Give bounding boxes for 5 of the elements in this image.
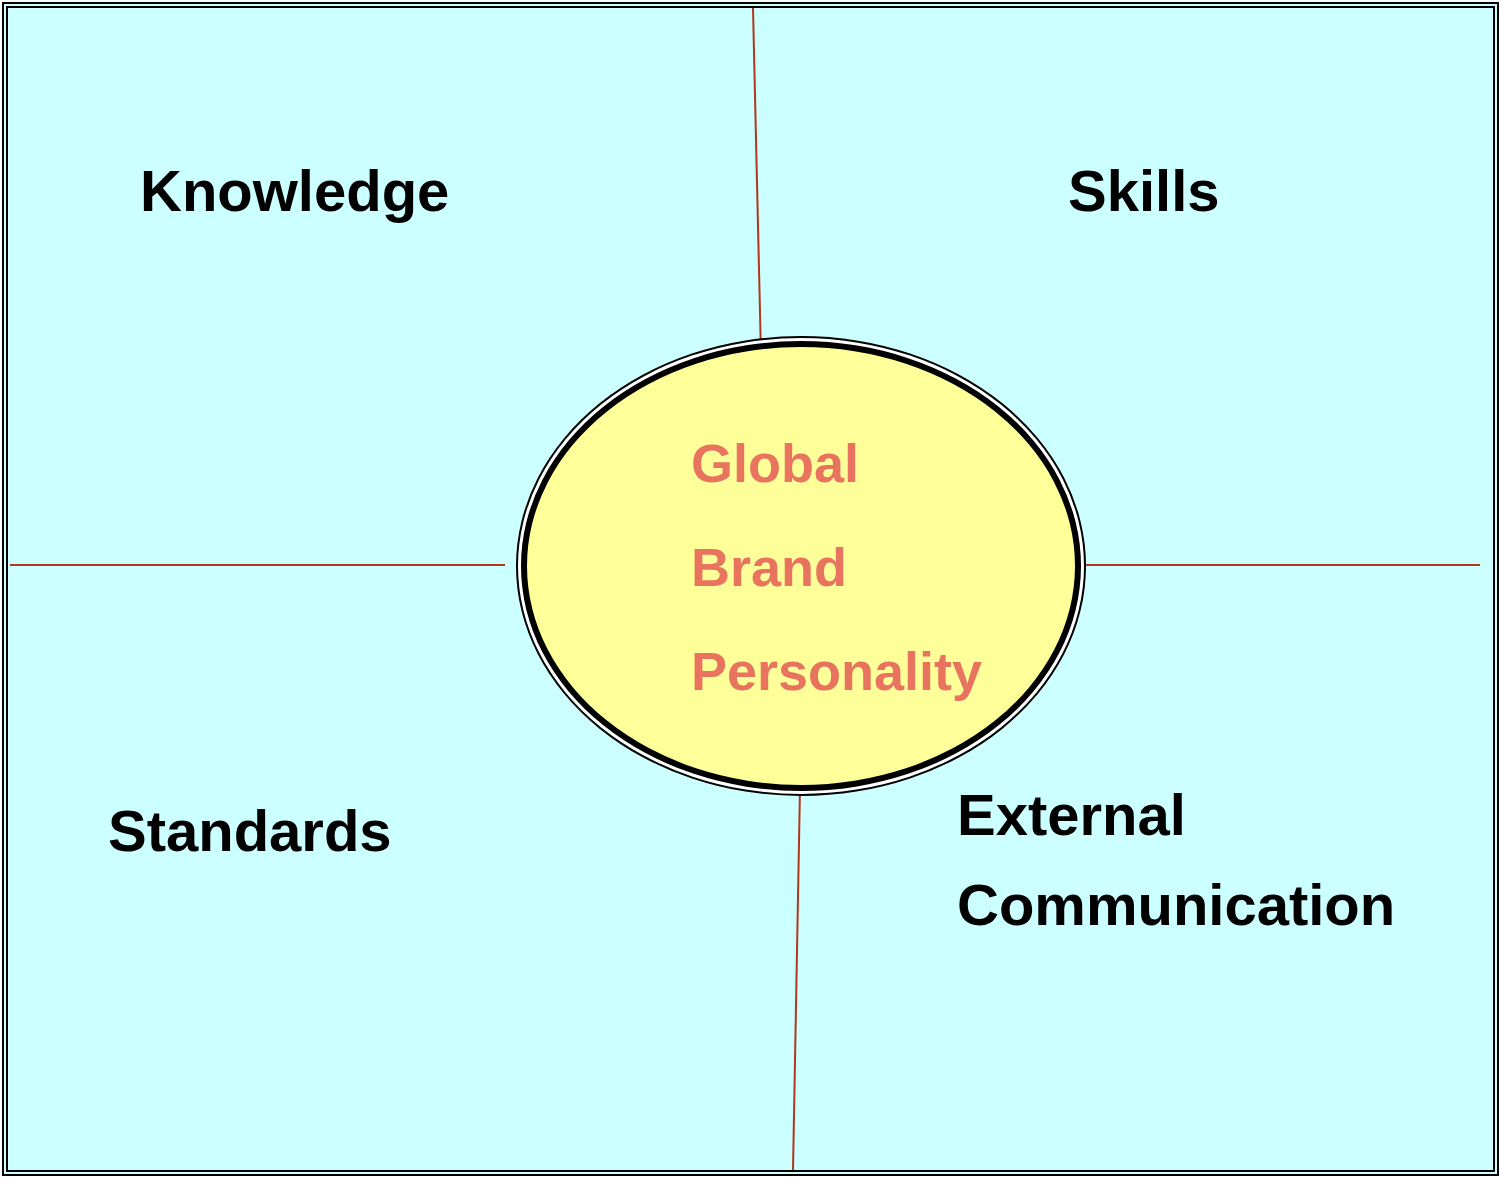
quadrant-heading: Knowledge [140, 146, 450, 236]
quadrant-heading: Standards [108, 786, 392, 876]
ellipse-label: Global Brand Personality [691, 432, 983, 703]
quadrant-heading: External Communication [957, 770, 1396, 950]
quadrant-heading: Skills [1068, 146, 1220, 236]
